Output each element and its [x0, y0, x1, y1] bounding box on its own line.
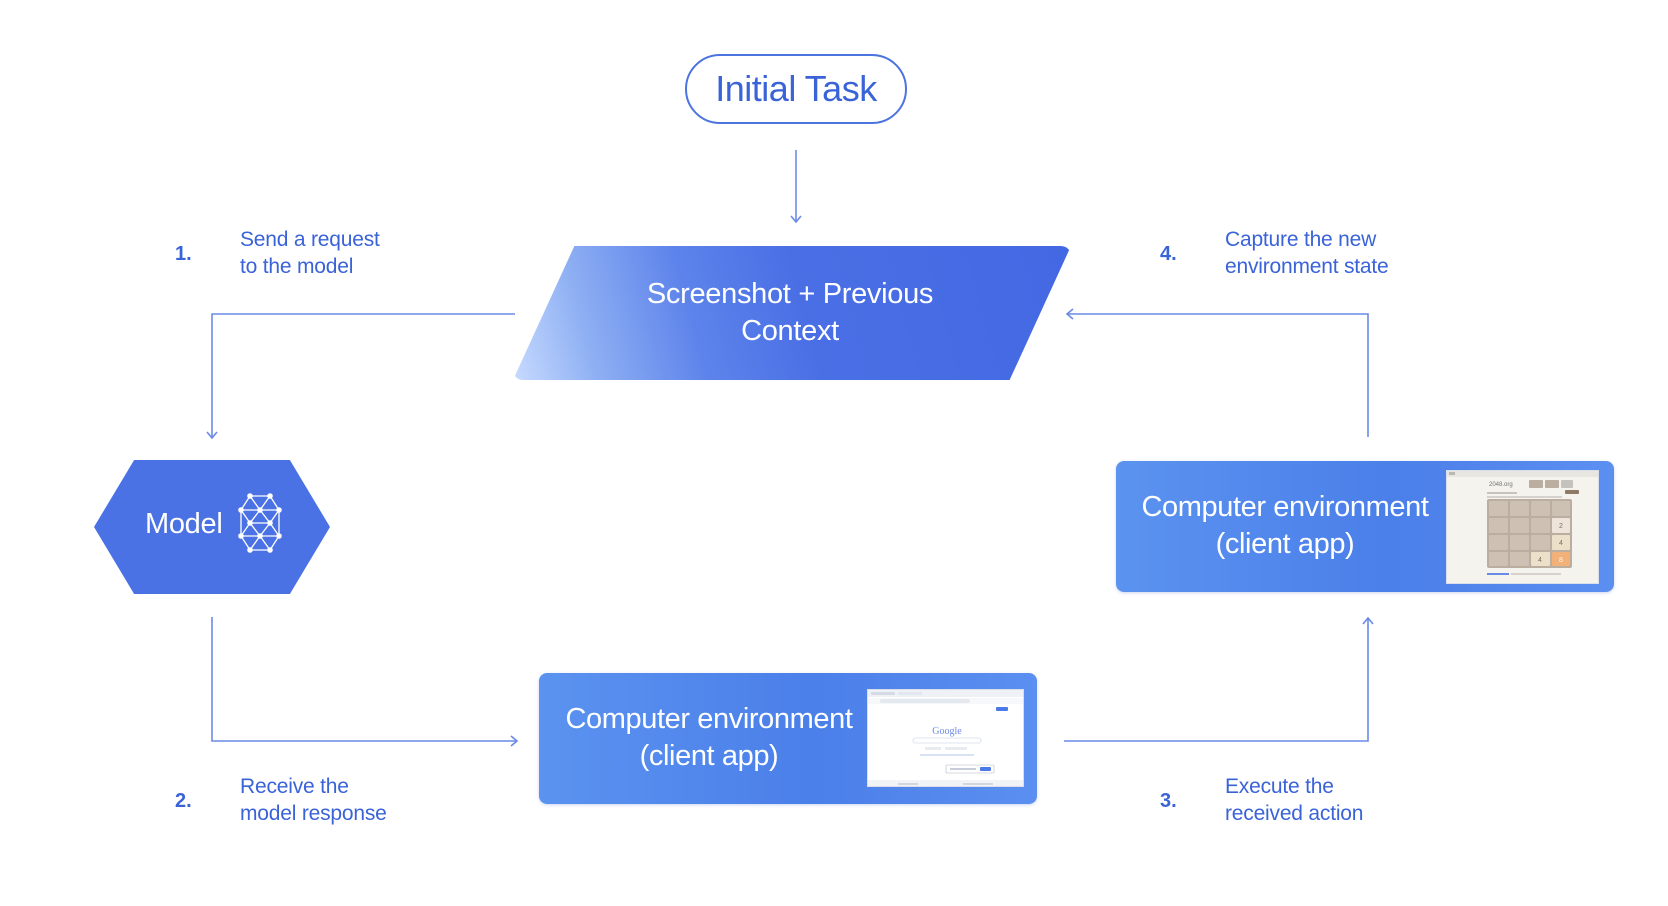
- step-4-number: 4.: [1160, 243, 1177, 265]
- step-1-line1: Send a request: [240, 228, 380, 251]
- step-2-line1: Receive the: [240, 775, 349, 798]
- step-4-line2: environment state: [1225, 255, 1389, 278]
- game-2048-screenshot-thumbnail: 2048.org 2 4 4 8: [1446, 470, 1599, 584]
- connector-initial-to-context: [790, 150, 802, 224]
- step-3-description: Execute the received action: [1225, 773, 1363, 827]
- game-tile: [1552, 518, 1570, 533]
- connector-model-to-environment: [211, 617, 519, 747]
- game-grid: [1489, 501, 1570, 566]
- step-2-number: 2.: [175, 790, 192, 812]
- step-4-line1: Capture the new: [1225, 228, 1377, 251]
- step-3-number: 3.: [1160, 790, 1177, 812]
- step-2-description: Receive the model response: [240, 773, 387, 827]
- game-tile-label: 4: [1559, 540, 1563, 547]
- step-1-description: Send a request to the model: [240, 226, 380, 280]
- initial-task-node: Initial Task: [685, 54, 907, 124]
- environment-bottom-label: Computer environment (client app): [550, 701, 868, 775]
- model-label: Model: [145, 508, 223, 540]
- search-page-screenshot-thumbnail: Google: [867, 689, 1024, 787]
- context-label-line1: Screenshot + Previous: [646, 278, 934, 310]
- game-tile-label: 4: [1538, 557, 1542, 564]
- context-node: [513, 246, 1071, 380]
- game-tile: [1552, 535, 1570, 550]
- step-2-line2: model response: [240, 802, 387, 825]
- step-3-line2: received action: [1225, 802, 1364, 825]
- connector-environment-to-context: [1065, 308, 1369, 437]
- context-label-line2: Context: [741, 315, 839, 347]
- initial-task-label: Initial Task: [715, 68, 877, 109]
- context-label: Screenshot + Previous Context: [600, 276, 980, 350]
- environment-right-line2: (client app): [1215, 528, 1355, 560]
- game-tile: [1552, 552, 1570, 566]
- neural-network-icon: [238, 493, 282, 553]
- step-1-number: 1.: [175, 243, 192, 265]
- game-title: 2048.org: [1489, 482, 1513, 488]
- environment-bottom-line2: (client app): [639, 740, 779, 772]
- environment-right-label: Computer environment (client app): [1126, 489, 1444, 563]
- search-logo: Google: [932, 726, 962, 737]
- game-2048-screenshot: 2048.org 2 4 4 8: [1447, 471, 1598, 583]
- step-3-line1: Execute the: [1225, 775, 1334, 798]
- model-node: [94, 460, 330, 594]
- environment-right-line1: Computer environment: [1141, 491, 1429, 523]
- game-tile: [1531, 552, 1550, 566]
- search-page-screenshot: Google: [868, 690, 1023, 786]
- game-tile-label: 2: [1559, 523, 1563, 530]
- connector-context-to-model: [206, 313, 515, 440]
- connector-environment-to-environment: [1064, 616, 1374, 742]
- step-1-line2: to the model: [240, 255, 354, 278]
- environment-bottom-line1: Computer environment: [565, 703, 853, 735]
- game-tile-label: 8: [1559, 557, 1563, 564]
- step-4-description: Capture the new environment state: [1225, 226, 1389, 280]
